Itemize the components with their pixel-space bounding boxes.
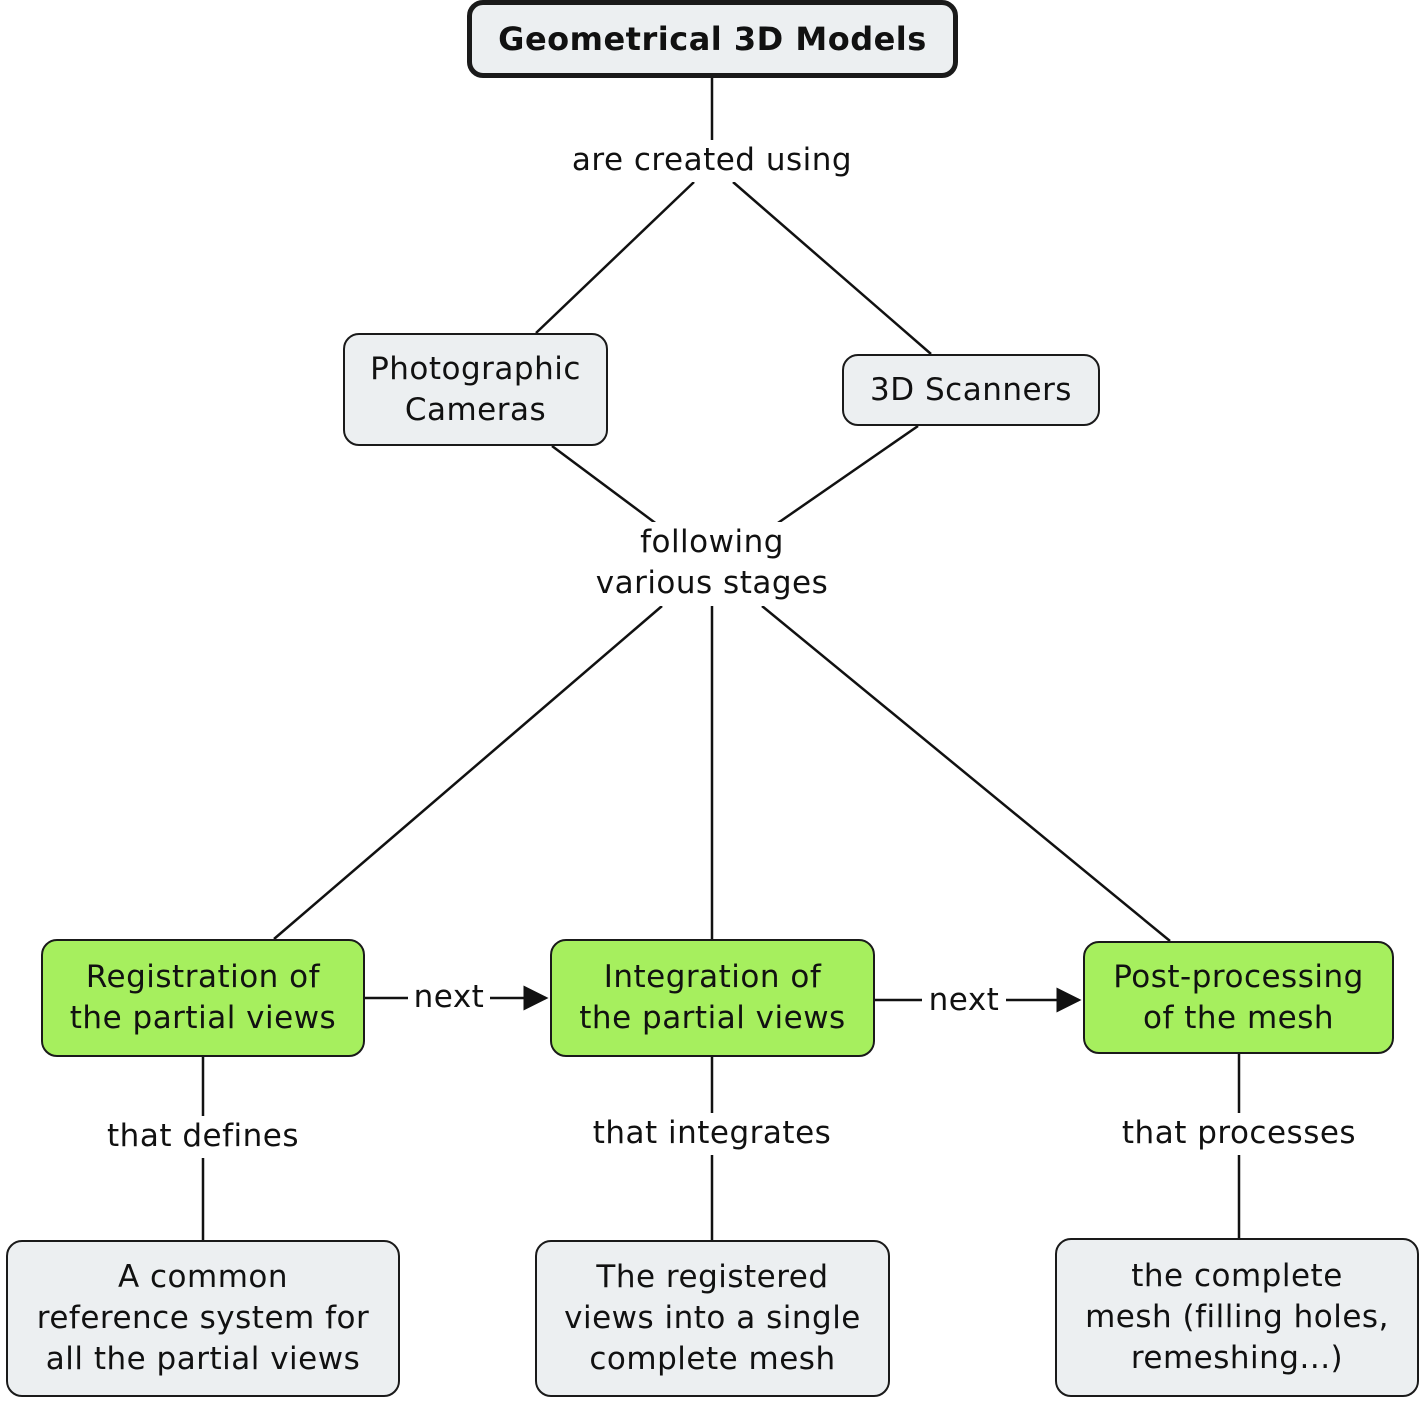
connector-scanners-stages [774,424,919,527]
connector-cameras-stages [551,444,659,527]
node-single-complete-mesh: The registered views into a single compl… [535,1240,890,1397]
link-label-are-created-using: are created using [556,140,868,182]
node-photographic-cameras: Photographic Cameras [343,333,608,446]
node-integration: Integration of the partial views [550,939,875,1057]
link-label-that-integrates: that integrates [572,1113,852,1155]
connector-created-scanners [732,181,932,355]
node-post-processing: Post-processing of the mesh [1083,941,1394,1054]
connector-stages-postprocessing [761,605,1171,942]
link-label-next-1: next [408,977,490,1019]
node-complete-mesh-processing: the complete mesh (filling holes, remesh… [1055,1238,1419,1397]
link-label-that-processes: that processes [1104,1113,1374,1155]
node-common-reference-system: A common reference system for all the pa… [6,1240,400,1397]
link-label-that-defines: that defines [88,1116,318,1158]
connector-stages-registration [273,605,663,940]
link-label-next-2: next [922,980,1006,1022]
link-label-following-various-stages: following various stages [572,522,852,606]
node-registration: Registration of the partial views [41,939,365,1057]
node-3d-scanners: 3D Scanners [842,354,1100,426]
connector-created-cameras [535,181,695,334]
node-geometrical-3d-models: Geometrical 3D Models [467,0,958,78]
